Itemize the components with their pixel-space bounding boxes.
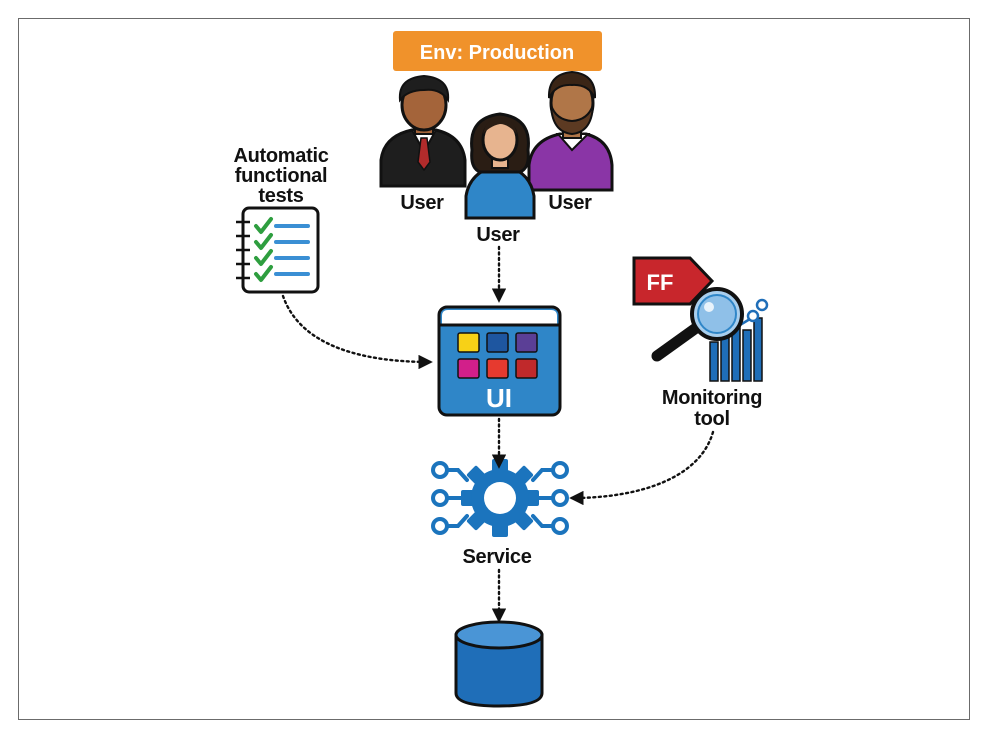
user-woman-icon	[464, 112, 536, 220]
user-label-right: User	[548, 192, 592, 214]
env-badge: Env: Production	[393, 31, 602, 71]
env-label: Env: Production	[420, 42, 574, 64]
ui-label: UI	[486, 383, 512, 413]
connector-monitoring-to-service	[569, 430, 715, 506]
connector-tests-to-ui	[281, 294, 433, 370]
tests-label-line2: functional	[235, 165, 328, 187]
user-man-icon	[379, 74, 467, 188]
service-label: Service	[462, 546, 531, 568]
user-bearded-man-icon	[527, 70, 614, 192]
ff-label: FF	[647, 270, 674, 295]
monitoring-icon	[651, 287, 769, 382]
tests-label-line1: Automatic	[233, 145, 328, 167]
checklist-icon	[236, 206, 320, 294]
service-gear-icon	[431, 459, 569, 537]
database-icon	[454, 620, 544, 708]
user-label-center: User	[476, 224, 520, 246]
ui-window-icon: UI	[437, 305, 562, 417]
tests-label-line3: tests	[258, 185, 303, 207]
monitoring-label-line2: tool	[694, 408, 729, 430]
user-label-left: User	[400, 192, 444, 214]
monitoring-label-line1: Monitoring	[662, 387, 762, 409]
